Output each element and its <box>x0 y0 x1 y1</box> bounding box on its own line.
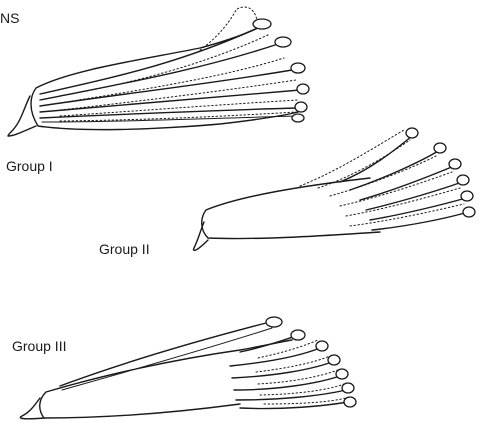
group-i-anther <box>253 19 271 29</box>
group-iii-free-filament <box>60 322 270 386</box>
group-iii-anther <box>342 383 354 393</box>
group-i-dotted-line <box>60 58 284 103</box>
group-iii-anther <box>316 341 328 351</box>
group-iii-anther <box>336 369 348 379</box>
group-i-anther <box>297 84 309 94</box>
group-ii-anther <box>406 128 418 138</box>
group-i-anther <box>295 102 307 112</box>
group-iii-filament <box>240 402 348 409</box>
group-ii-filament <box>340 136 412 182</box>
group-i-dotted-line <box>60 80 296 110</box>
group-ii-anther <box>449 159 461 169</box>
group-i-dotted-line <box>60 34 270 96</box>
group-iii-filament <box>234 376 340 390</box>
group-ii-dotted-line <box>318 140 410 188</box>
group-ii-dotted-line <box>330 156 436 196</box>
group-i-drawing <box>8 7 309 136</box>
group-ii-drawing <box>194 128 475 250</box>
group-ii-anther <box>434 143 446 153</box>
group-iii-dotted-line <box>258 370 338 384</box>
group-i-filament <box>40 44 278 100</box>
group-i-dotted-line <box>60 100 298 116</box>
group-ii-filament <box>360 166 454 200</box>
group-iii-anther <box>291 330 305 340</box>
group-iii-anther <box>344 397 356 407</box>
group-ii-dotted-line <box>300 130 404 186</box>
group-iii-drawing <box>20 317 356 419</box>
group-ii-anther <box>457 175 469 185</box>
group-i-base <box>8 96 36 136</box>
group-ii-dotted-line <box>346 188 460 216</box>
group-i-filament <box>40 108 298 118</box>
group-ii-tube-outline <box>202 178 380 239</box>
group-ii-filament <box>372 212 468 230</box>
group-iii-dotted-line <box>258 340 318 358</box>
group-ii-anther <box>461 191 473 201</box>
group-iii-free-filament <box>62 328 272 390</box>
group-iii-anther <box>328 355 340 365</box>
group-i-filament <box>40 70 292 106</box>
group-i-filament <box>40 26 262 94</box>
group-iii-filament <box>236 390 346 400</box>
group-i-anther <box>291 63 305 73</box>
group-iii-free-anther <box>266 317 282 327</box>
group-i-anther <box>292 114 304 122</box>
group-iii-dotted-line <box>256 356 330 372</box>
group-ii-dotted-line <box>350 204 464 226</box>
group-ii-anther <box>463 207 475 217</box>
group-i-anther <box>275 37 291 47</box>
